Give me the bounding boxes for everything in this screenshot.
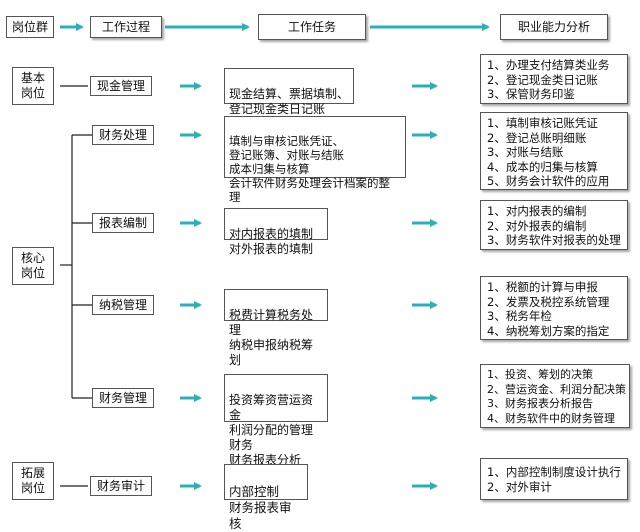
header-work-process: 工作过程	[90, 16, 162, 38]
ability-financial-management: 1、投资、筹划的决策 2、营运资金、利润分配决策 3、财务报表分析报告 4、财务…	[480, 364, 630, 428]
task-text: 对内报表的填制 对外报表的填制	[229, 227, 314, 256]
task-reporting: 对内报表的填制 对外报表的填制	[224, 208, 328, 256]
process-tax: 纳税管理	[92, 295, 154, 315]
task-financial-management: 投资筹资营运资金 利润分配的管理财务 财务报表分析	[224, 374, 328, 467]
ability-item: 3、对账与结账	[487, 145, 564, 159]
ability-item: 4、财务软件中的财务管理	[487, 411, 615, 425]
task-audit: 内部控制 财务报表审核	[224, 464, 308, 531]
ability-tax: 1、税额的计算与申报 2、发票及税控系统管理 3、税务年检 4、纳税筹划方案的指…	[480, 276, 628, 340]
ability-item: 1、填制审核记账凭证	[487, 116, 598, 130]
group-label: 核心 岗位	[20, 251, 45, 280]
header-label: 岗位群	[11, 19, 48, 34]
group-basic: 基本 岗位	[12, 67, 54, 105]
ability-item: 3、财务报表分析报告	[487, 397, 593, 410]
task-text: 现金结算、票据填制、 登记现金类日记账	[229, 87, 350, 116]
ability-item: 4、纳税筹划方案的指定	[487, 323, 610, 338]
ability-item: 1、办理支付结算类业务	[487, 58, 610, 72]
ability-item: 1、对内报表的编制	[487, 204, 587, 218]
task-tax: 税费计算税务处理 纳税申报纳税筹划	[224, 289, 328, 367]
process-cash-management: 现金管理	[90, 76, 152, 96]
task-text: 内部控制 财务报表审核	[229, 484, 292, 531]
ability-reporting: 1、对内报表的编制 2、对外报表的编制 3、财务软件对报表的处理	[480, 200, 628, 250]
header-label: 职业能力分析	[517, 19, 590, 34]
header-ability-analysis: 职业能力分析	[500, 14, 608, 40]
task-text: 税费计算税务处理 纳税申报纳税筹划	[229, 308, 314, 367]
ability-item: 1、内部控制制度设计执行	[487, 465, 621, 479]
group-label: 拓展 岗位	[20, 466, 45, 495]
task-text: 投资筹资营运资金 利润分配的管理财务 财务报表分析	[229, 393, 314, 467]
header-label: 工作过程	[101, 19, 150, 34]
ability-item: 1、税额的计算与申报	[487, 280, 598, 294]
process-reporting: 报表编制	[92, 213, 154, 233]
ability-accounting: 1、填制审核记账凭证 2、登记总账明细账 3、对账与结账 4、成本的归集与核算 …	[480, 112, 628, 190]
ability-item: 3、税务年检	[487, 309, 552, 323]
process-label: 报表编制	[98, 215, 147, 230]
process-label: 财务管理	[98, 390, 147, 405]
ability-item: 5、财务会计软件的应用	[487, 174, 610, 188]
task-text: 填制与审核记账凭证、 登记账簿、对账与结账 成本归集与核算 会计软件财务处理会计…	[229, 134, 390, 204]
process-audit: 财务审计	[90, 476, 152, 496]
process-label: 现金管理	[96, 78, 145, 93]
process-label: 财务审计	[96, 478, 145, 493]
header-position-group: 岗位群	[6, 16, 54, 38]
ability-item: 3、财务软件对报表的处理	[487, 233, 621, 247]
process-label: 财务处理	[98, 127, 147, 142]
ability-item: 2、对外审计	[487, 479, 552, 494]
task-accounting: 填制与审核记账凭证、 登记账簿、对账与结账 成本归集与核算 会计软件财务处理会计…	[224, 116, 406, 204]
ability-item: 2、营运资金、利润分配决策	[487, 382, 626, 396]
ability-item: 2、登记现金类日记账	[487, 72, 598, 87]
process-label: 纳税管理	[98, 297, 147, 312]
ability-item: 2、发票及税控系统管理	[487, 294, 610, 309]
process-financial-management: 财务管理	[92, 388, 154, 408]
ability-item: 2、对外报表的编制	[487, 218, 587, 233]
group-core: 核心 岗位	[12, 247, 54, 285]
ability-cash: 1、办理支付结算类业务 2、登记现金类日记账 3、保管财务印鉴	[480, 54, 628, 104]
process-accounting: 财务处理	[92, 125, 154, 145]
ability-item: 1、投资、筹划的决策	[487, 368, 593, 381]
ability-item: 4、成本的归集与核算	[487, 159, 598, 174]
group-label: 基本 岗位	[20, 71, 45, 100]
ability-audit: 1、内部控制制度设计执行 2、对外审计	[480, 458, 628, 500]
header-label: 工作任务	[287, 19, 336, 34]
ability-item: 2、登记总账明细账	[487, 130, 587, 145]
task-cash: 现金结算、票据填制、 登记现金类日记账	[224, 68, 354, 116]
ability-item: 3、保管财务印鉴	[487, 87, 575, 101]
header-work-task: 工作任务	[258, 14, 366, 40]
group-extended: 拓展 岗位	[12, 462, 54, 500]
